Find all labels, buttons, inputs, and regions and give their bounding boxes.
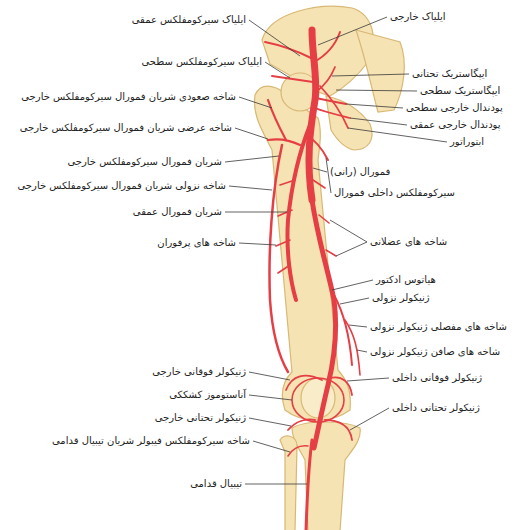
part-label: شاخه سیرکومفلکس فیبولر شریان تیبیال قدام… [52, 435, 250, 448]
part-label: ایپگاستریک تحتانی [412, 68, 487, 81]
branch [313, 180, 336, 256]
main-artery [312, 200, 336, 448]
part-label: پودندال خارجی عمقی [410, 119, 501, 132]
leader-line [249, 395, 292, 400]
leader-line [318, 17, 387, 45]
branch [272, 76, 313, 82]
part-label: ایلیاک خارجی [390, 11, 446, 24]
bones [254, 6, 404, 530]
part-label: ابتوراتور [450, 136, 484, 149]
main-artery [309, 30, 316, 200]
leader-line [347, 378, 389, 381]
part-label: ژنیکولر تحتانی خارجی [155, 412, 246, 425]
leader-line [249, 418, 291, 426]
branch [306, 135, 328, 160]
part-label: شاخه نزولی شریان فمورال سیرکومفلکس خارجی [18, 180, 226, 193]
leader-line [350, 118, 407, 125]
leader-line [239, 97, 272, 108]
leader-line [253, 441, 290, 452]
leader-line [346, 104, 403, 108]
part-label: ژنیکولر تحتانی داخلی [392, 402, 480, 415]
branch [276, 180, 295, 273]
branch [288, 419, 315, 430]
part-label: فمورال (رانی) [330, 166, 390, 179]
branch [270, 145, 289, 372]
part-label: شاخه صعودی شریان فمورال سیرکومفلکس خارجی [21, 91, 236, 104]
leader-line [336, 90, 417, 91]
branch [320, 86, 348, 128]
leader-line [249, 372, 290, 380]
part-label: ژنیکولر نزولی [372, 292, 430, 305]
leader-line [336, 242, 367, 256]
leader-line [332, 74, 409, 76]
femur [254, 86, 350, 420]
part-label: شاخه عرضی شریان فمورال سیرکومفلکس خارجی [20, 122, 232, 135]
branch [325, 420, 352, 440]
deep-femoral [287, 125, 310, 300]
arteries [265, 30, 360, 530]
branch [268, 100, 286, 140]
sacrum [356, 30, 404, 112]
leader-line [249, 20, 300, 56]
part-label: ایلیاک سیرکومفلکس عمقی [132, 14, 246, 27]
leader-line [340, 298, 369, 304]
part-label: ژنیکولر فوقانی داخلی [392, 372, 482, 385]
tibia [292, 422, 360, 530]
leader-line [348, 128, 447, 142]
leader-line [357, 350, 367, 352]
leader-line [350, 408, 389, 430]
patellar-anastomosis [292, 378, 344, 422]
leader-line [313, 168, 327, 172]
leader-line [349, 325, 367, 327]
part-label: شاخه های پرفوران [157, 237, 236, 250]
part-label: سیرکومفلکس داخلی فمورال [334, 187, 455, 200]
part-label: شاخه های صافن ژنیکولر نزولی [370, 346, 500, 359]
branch [345, 320, 360, 375]
part-label: ایلیاک سیرکومفلکس سطحی [142, 56, 262, 69]
leader-line [245, 484, 307, 485]
leader-line [225, 156, 279, 162]
leader-line [229, 186, 272, 190]
branch [330, 377, 352, 395]
leader-line [235, 128, 268, 139]
part-label: شاخه های عضلانی [370, 236, 447, 249]
leader-line [330, 220, 367, 242]
branch [315, 108, 350, 118]
leader-line [225, 212, 287, 213]
part-label: شاخه های مفصلی ژنیکولر نزولی [370, 321, 507, 334]
anterior-tibial [306, 440, 312, 530]
part-label: شریان فمورال سیرکومفلکس خارجی [67, 156, 222, 169]
branch [316, 67, 335, 92]
branch [268, 139, 300, 145]
part-label: هیاتوس ادکتور [376, 274, 436, 287]
leader-line [265, 62, 290, 78]
part-label: پودندال خارجی سطحی [406, 102, 503, 115]
part-label: ژنیکولر فوقانی خارجی [152, 366, 246, 379]
leader-line [332, 280, 373, 290]
part-label: آناستوموز کشککی [169, 389, 246, 402]
branch [334, 295, 352, 365]
branch [314, 32, 340, 62]
part-label: ایپگاستریک سطحی [420, 85, 500, 98]
branch [265, 42, 311, 58]
branch [288, 446, 308, 456]
part-label: تیبیال قدامی [190, 478, 242, 491]
leader-line [239, 243, 276, 245]
part-label: شریان فمورال عمقی [133, 206, 222, 219]
